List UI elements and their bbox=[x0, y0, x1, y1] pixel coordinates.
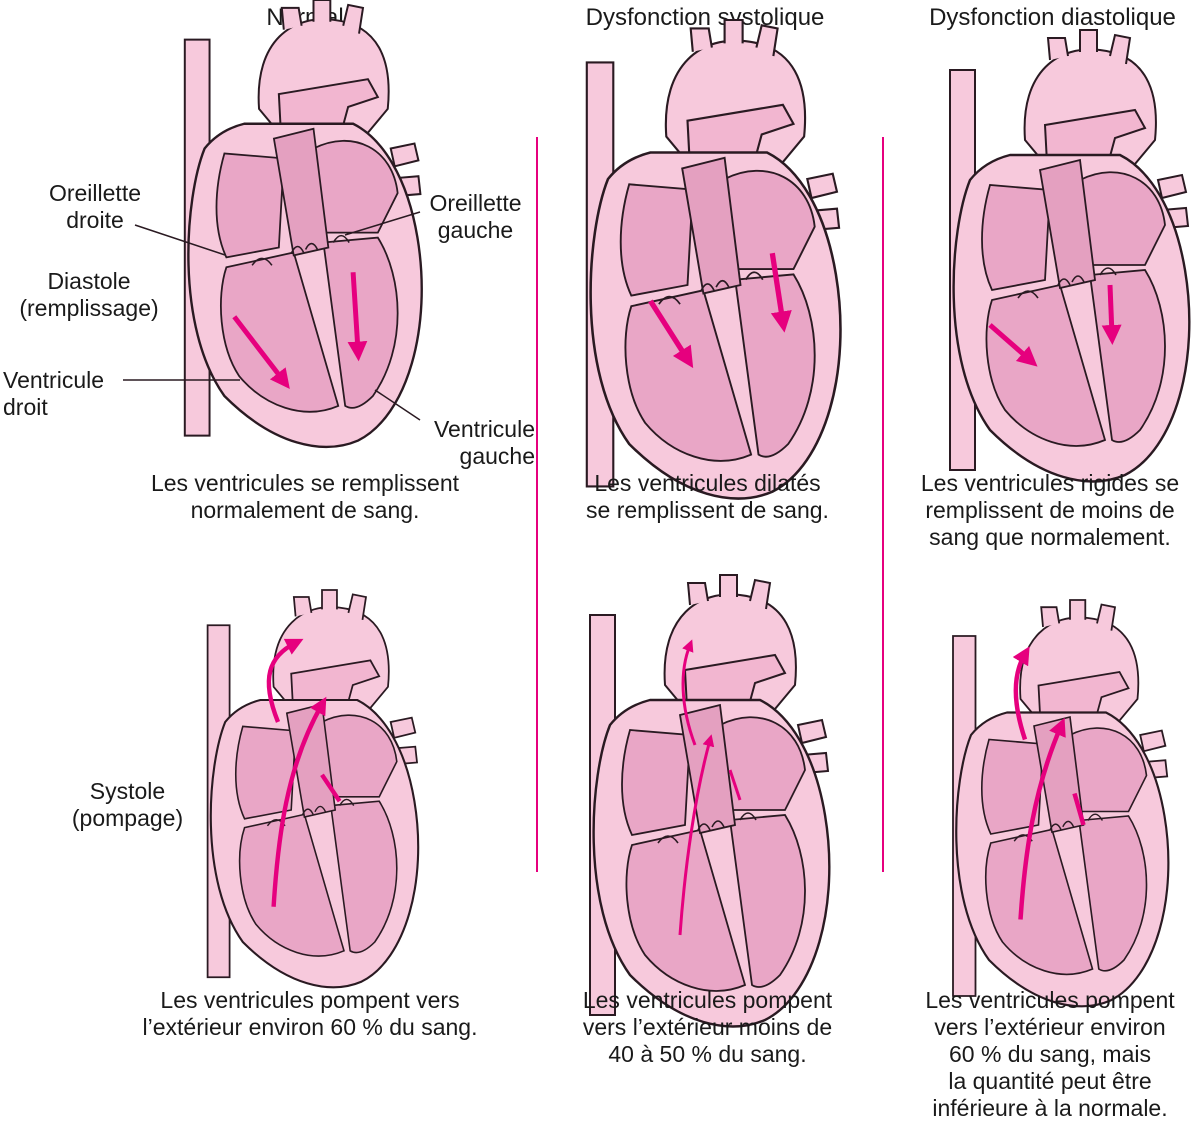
label-systole: Systole (pompage) bbox=[71, 778, 184, 831]
heart-diastolic-systole bbox=[951, 598, 1170, 1008]
heart-normal-systole bbox=[206, 588, 420, 989]
caption-systolic-systole: Les ventricules pompent vers l’extérieur… bbox=[582, 987, 833, 1067]
caption-normal-systole: Les ventricules pompent vers l’extérieur… bbox=[142, 987, 478, 1040]
caption-normal-diastole: Les ventricules se remplissent normaleme… bbox=[150, 470, 460, 523]
heart-normal-diastole bbox=[183, 0, 423, 449]
caption-systolic-diastole: Les ventricules dilatés se remplissent d… bbox=[586, 470, 829, 523]
heart-systolic-systole bbox=[588, 573, 831, 1028]
label-left-atrium: Oreillette gauche bbox=[429, 190, 522, 243]
column-title-systolic: Dysfonction systolique bbox=[585, 4, 825, 31]
caption-diastolic-diastole: Les ventricules rigides se remplissent d… bbox=[920, 470, 1180, 550]
heart-systolic-diastole bbox=[585, 18, 842, 500]
label-right-ventricle: Ventricule droit bbox=[3, 367, 105, 420]
label-left-ventricle: Ventricule gauche bbox=[433, 416, 535, 469]
caption-diastolic-systole: Les ventricules pompent vers l’extérieur… bbox=[925, 987, 1175, 1121]
heart-diastolic-diastole bbox=[948, 28, 1191, 483]
divider-right bbox=[882, 137, 884, 872]
divider-left bbox=[536, 137, 538, 872]
column-title-diastolic: Dysfonction diastolique bbox=[929, 4, 1176, 31]
label-diastole: Diastole (remplissage) bbox=[19, 268, 159, 321]
label-right-atrium: Oreillette droite bbox=[48, 180, 142, 233]
